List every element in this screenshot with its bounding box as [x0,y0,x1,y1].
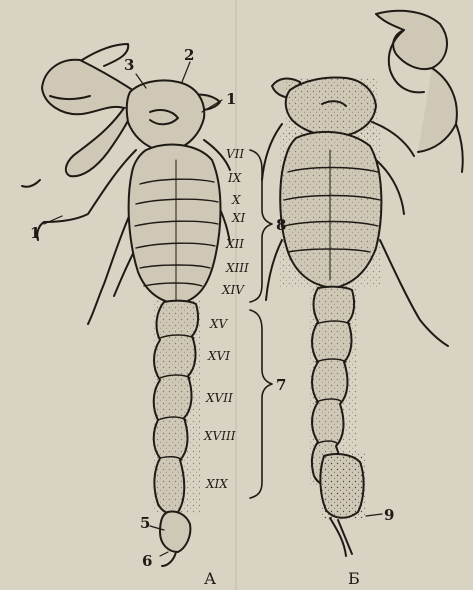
segment-label: XI [231,211,246,225]
caption-a: А [204,569,216,588]
label-2: 2 [184,46,194,64]
segment-label: IX [227,171,242,185]
label-7: 7 [276,376,286,394]
segment-label: VII [226,147,244,161]
label-1-top: 1 [226,90,236,108]
segment-label: XII [225,237,244,251]
caption-b: Б [348,569,360,588]
label-3: 3 [124,56,134,74]
segment-label: X [231,193,241,207]
segment-label: XVII [205,391,233,405]
label-5: 5 [140,514,150,532]
segment-label: XIII [225,261,249,275]
segment-label: XIX [205,477,228,491]
label-6: 6 [142,552,152,570]
label-1-left: 1 [30,224,40,242]
label-8: 8 [276,216,286,234]
segment-label: XVIII [203,429,236,443]
telson-a [160,512,190,553]
segment-label: XV [209,317,229,331]
segment-label: XIV [221,283,245,297]
label-9: 9 [384,506,394,524]
segment-label: XVI [207,349,230,363]
